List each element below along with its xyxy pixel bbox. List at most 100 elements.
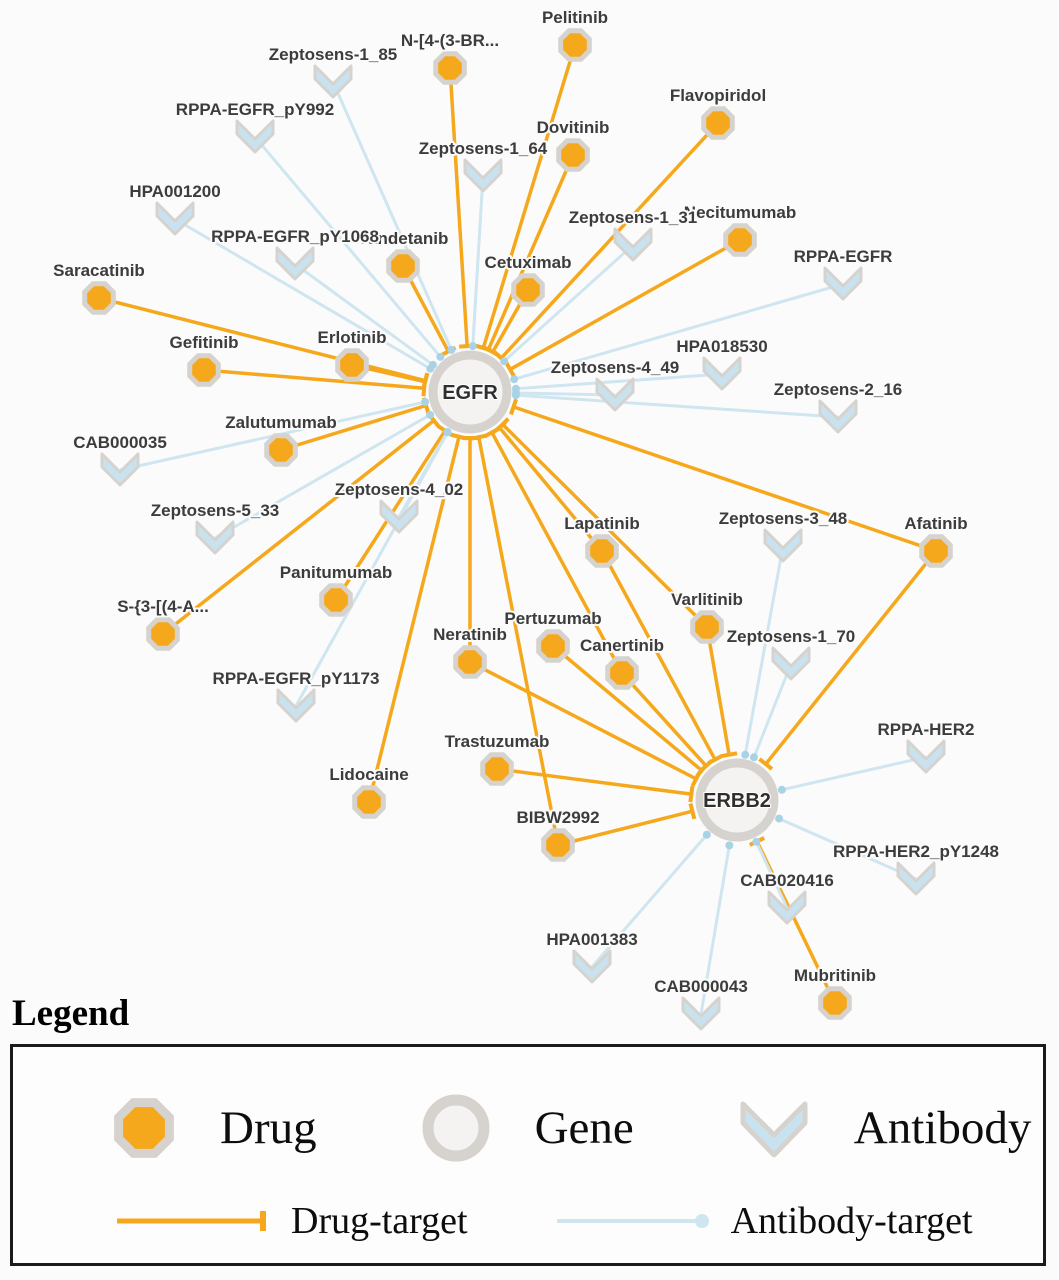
edge-antibody-target-zeptosens-2-16-egfr (511, 391, 839, 419)
node-zeptosens-1-31[interactable]: Zeptosens-1_31 (567, 206, 699, 262)
node-label: Varlitinib (671, 590, 743, 609)
node-label: Zeptosens-5_33 (151, 501, 280, 520)
node-pelitinib[interactable]: Pelitinib (540, 6, 610, 62)
antibody-chevron-icon (276, 688, 316, 723)
node-neratinib[interactable]: Neratinib (431, 623, 509, 679)
node-zalutumumab[interactable]: Zalutumumab (223, 411, 339, 467)
node-saracatinib[interactable]: Saracatinib (51, 259, 147, 315)
gene-circle-icon (428, 350, 512, 434)
node-label: HPA018530 (676, 337, 767, 356)
edge-drug-target-s3-4-a-egfr (161, 412, 441, 636)
drug-octagon-icon (453, 645, 487, 679)
legend-item-drug-target: Drug-target (113, 1199, 468, 1243)
drug-octagon-icon (480, 752, 514, 786)
node-zeptosens-3-48[interactable]: Zeptosens-3_48 (717, 507, 849, 563)
antibody-chevron-icon (313, 64, 353, 99)
node-panitumumab[interactable]: Panitumumab (278, 561, 394, 617)
node-flavopiridol[interactable]: Flavopiridol (668, 84, 768, 140)
node-afatinib[interactable]: Afatinib (902, 512, 970, 568)
node-label: Mubritinib (794, 966, 876, 985)
antibody-chevron-icon (771, 646, 811, 681)
node-label: CAB000043 (654, 977, 748, 996)
node-zeptosens-1-64[interactable]: Zeptosens-1_64 (417, 137, 550, 193)
drug-octagon-icon (536, 629, 570, 663)
node-label: BIBW2992 (516, 808, 599, 827)
drug-octagon-icon (818, 986, 852, 1020)
node-cab000043[interactable]: CAB000043 (652, 975, 750, 1031)
node-hpa001383[interactable]: HPA001383 (544, 928, 640, 984)
node-canertinib[interactable]: Canertinib (578, 634, 666, 690)
node-rppa-egfr-py1173[interactable]: RPPA-EGFR_pY1173 (211, 667, 381, 723)
drug-octagon-icon (558, 28, 592, 62)
drug-octagon-icon (556, 138, 590, 172)
antibody-chevron-icon (767, 890, 807, 925)
node-lapatinib[interactable]: Lapatinib (562, 512, 642, 568)
node-label: Zeptosens-1_64 (419, 139, 548, 158)
node-zeptosens-1-85[interactable]: Zeptosens-1_85 (267, 43, 399, 99)
node-zeptosens-4-02[interactable]: Zeptosens-4_02 (333, 478, 465, 534)
node-vandetanib[interactable]: Vandetanib (356, 227, 450, 283)
legend-item-antibody-target: Antibody-target (553, 1199, 973, 1243)
gene-circle-icon (422, 1094, 490, 1162)
antibody-chevron-icon (763, 528, 803, 563)
edge-antibody-target-rppa-her2-erbb2 (777, 755, 927, 794)
node-trastuzumab[interactable]: Trastuzumab (443, 730, 551, 786)
node-dovitinib[interactable]: Dovitinib (535, 116, 611, 172)
drug-octagon-icon (319, 583, 353, 617)
node-mubritinib[interactable]: Mubritinib (792, 964, 878, 1020)
edge-antibody-target-hpa018530-egfr (511, 372, 723, 393)
node-label: N-[4-(3-BR... (401, 31, 499, 50)
legend-node-row: Drug Gene Antibody (108, 1089, 1043, 1167)
node-varlitinib[interactable]: Varlitinib (669, 588, 745, 644)
edge-antibody-target-hpa001200-egfr (174, 217, 435, 373)
edge-drug-target-canertinib-egfr (483, 426, 624, 674)
node-label: Zeptosens-1_70 (727, 627, 856, 646)
node-label: Zeptosens-4_02 (335, 480, 464, 499)
node-rppa-her2-py1248[interactable]: RPPA-HER2_pY1248 (831, 840, 1001, 896)
node-rppa-her2[interactable]: RPPA-HER2 (876, 718, 976, 774)
node-bibw2992[interactable]: BIBW2992 (514, 806, 602, 862)
node-rppa-egfr[interactable]: RPPA-EGFR (792, 245, 894, 301)
antibody-chevron-icon (818, 399, 858, 434)
node-zeptosens-2-16[interactable]: Zeptosens-2_16 (772, 378, 904, 434)
edge-antibody-target-rppa-egfr-py1068-egfr (294, 262, 437, 369)
node-hpa001200[interactable]: HPA001200 (127, 180, 223, 236)
node-rppa-egfr-py992[interactable]: RPPA-EGFR_pY992 (174, 98, 336, 154)
node-erlotinib[interactable]: Erlotinib (316, 326, 388, 382)
node-rppa-egfr-py1068[interactable]: RPPA-EGFR_pY1068 (209, 225, 381, 281)
edge-antibody-target-zeptosens-1-31-egfr (500, 243, 635, 366)
node-label: S-{3-[(4-A... (117, 597, 209, 616)
edge-drug-target-lapatinib-erbb2 (600, 550, 724, 766)
node-zeptosens-4-49[interactable]: Zeptosens-4_49 (549, 356, 681, 412)
edge-drug-target-bibw2992-egfr (470, 433, 560, 846)
node-cetuximab[interactable]: Cetuximab (483, 251, 573, 307)
node-label: Vandetanib (358, 229, 449, 248)
drug-octagon-icon (511, 273, 545, 307)
node-zeptosens-5-33[interactable]: Zeptosens-5_33 (149, 499, 281, 555)
antibody-chevron-icon (100, 452, 140, 487)
node-hpa018530[interactable]: HPA018530 (674, 335, 770, 391)
edge-drug-target-lapatinib-egfr (491, 420, 604, 553)
node-pertuzumab[interactable]: Pertuzumab (502, 607, 604, 663)
node-label: Canertinib (580, 636, 664, 655)
node-erbb2[interactable]: ERBB2 (695, 758, 779, 842)
drug-octagon-icon (723, 223, 757, 257)
antibody-chevron-icon (896, 861, 936, 896)
node-cab020416[interactable]: CAB020416 (738, 869, 836, 925)
drug-octagon-icon (335, 348, 369, 382)
node-s3-4-a[interactable]: S-{3-[(4-A... (115, 595, 211, 651)
node-zeptosens-1-70[interactable]: Zeptosens-1_70 (725, 625, 857, 681)
node-n4-3-br[interactable]: N-[4-(3-BR... (399, 29, 501, 85)
node-lidocaine[interactable]: Lidocaine (327, 763, 411, 819)
node-egfr[interactable]: EGFR (428, 350, 512, 434)
drug-octagon-icon (701, 106, 735, 140)
edge-antibody-target-cab000043-erbb2 (699, 841, 734, 1015)
edge-drug-target-dovitinib-egfr (480, 154, 575, 355)
node-gefitinib[interactable]: Gefitinib (168, 331, 240, 387)
antibody-chevron-icon (275, 246, 315, 281)
node-label: Flavopiridol (670, 86, 766, 105)
node-necitumumab[interactable]: Necitumumab (682, 201, 798, 257)
edge-drug-target-n4-3-br-egfr (448, 67, 476, 349)
antibody-chevron-icon (235, 119, 275, 154)
node-cab000035[interactable]: CAB000035 (71, 431, 169, 487)
